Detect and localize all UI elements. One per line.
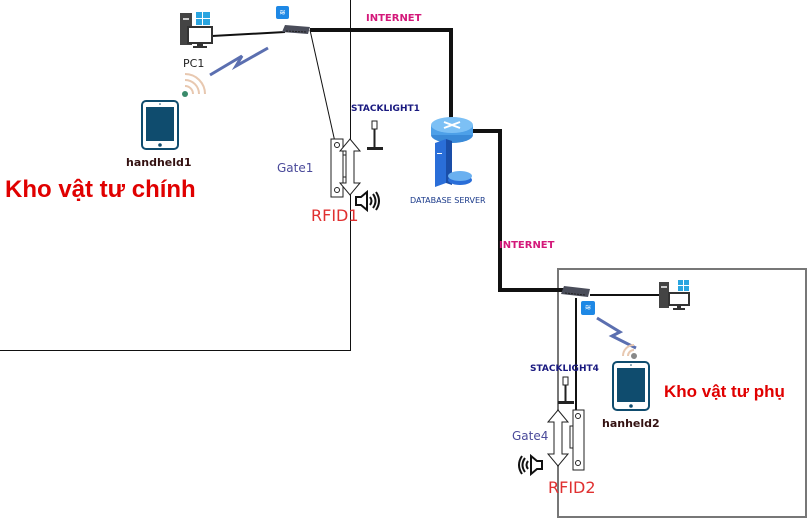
rfid-gate-icon: [330, 138, 362, 198]
pc-windows-icon: [180, 12, 213, 48]
speaker1-icon: [354, 190, 382, 212]
zone-sub-warehouse: [557, 268, 807, 518]
wifi-signal-icon: [180, 72, 210, 100]
link-pc1-switch1: [211, 31, 286, 37]
pc1-device[interactable]: [180, 10, 214, 50]
pc1-label: PC1: [183, 57, 205, 70]
rfid2-label: RFID2: [548, 478, 596, 497]
link-internet-top: [310, 28, 453, 122]
stacklight4-label: STACKLIGHT4: [530, 364, 599, 374]
network-switch-icon: [282, 25, 310, 34]
stacklight1-device[interactable]: [366, 120, 384, 152]
gate4-device[interactable]: [545, 408, 585, 472]
handheld2-device[interactable]: [612, 361, 650, 411]
stacklight4-device[interactable]: [557, 376, 575, 406]
database-server-device[interactable]: [430, 115, 474, 190]
zone-sub-title: Kho vật tư phụ: [664, 382, 785, 401]
tablet-icon: [612, 361, 650, 411]
tablet-icon: [141, 100, 179, 150]
internet-label-top: INTERNET: [366, 13, 422, 24]
switch1-device[interactable]: [282, 25, 312, 35]
zone-main-title: Kho vật tư chính: [5, 176, 196, 203]
pc-windows-icon: [659, 280, 690, 310]
internet-label-bottom: INTERNET: [499, 240, 555, 251]
wireless-link-1: [209, 46, 269, 77]
stacklight1-label: STACKLIGHT1: [351, 104, 420, 114]
rfid-gate-icon: [546, 409, 585, 471]
rfid1-label: RFID1: [311, 206, 359, 225]
handheld2-label: hanheld2: [602, 417, 660, 430]
handheld1-label: handheld1: [126, 156, 192, 169]
gate1-device[interactable]: [330, 137, 370, 202]
network-switch-icon: [561, 286, 590, 297]
gate4-label: Gate4: [512, 429, 549, 443]
switch2-device[interactable]: [561, 286, 591, 298]
database-server-label: DATABASE SERVER: [410, 196, 486, 205]
link-switch1-gate1: [309, 29, 336, 143]
database-server-icon: [431, 117, 473, 187]
wifi-badge-icon: ≋: [276, 6, 289, 19]
speaker2-icon: [516, 454, 544, 476]
pc2-device[interactable]: [659, 280, 693, 312]
link-internet-bottom: [470, 129, 565, 292]
wifi-badge-icon: ≋: [581, 301, 595, 315]
stacklight-icon: [558, 376, 574, 404]
gate1-label: Gate1: [277, 161, 314, 175]
stacklight-icon: [367, 120, 383, 150]
wifi-signal-icon: [618, 343, 640, 361]
wireless-link-2: [596, 316, 637, 350]
handheld1-device[interactable]: [141, 100, 179, 150]
